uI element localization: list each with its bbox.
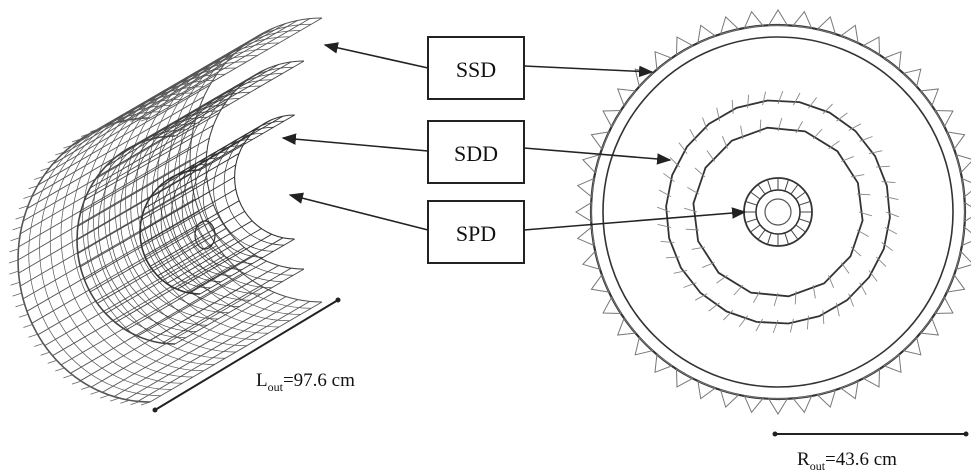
spd-label: SPD xyxy=(456,221,496,246)
ssd-label: SSD xyxy=(456,57,496,82)
ssd-arrow-right xyxy=(523,65,654,78)
sdd-inner-layer xyxy=(692,126,864,298)
cross-section-view xyxy=(575,9,971,415)
spd-arrow-left xyxy=(288,192,429,231)
beam-pipe xyxy=(764,198,792,226)
pointer-arrows xyxy=(281,42,747,231)
barrel-3d-cutaway-view xyxy=(8,17,323,406)
sdd-outer-layer xyxy=(665,99,891,325)
length-label: Lout=97.6 cm xyxy=(256,370,355,394)
spd-inner-layer xyxy=(755,189,801,235)
ssd-arrow-left xyxy=(323,42,429,69)
spd-label-box: SPD xyxy=(427,200,525,264)
spd-barrel-shell xyxy=(139,114,295,295)
sdd-module-markers xyxy=(656,90,900,334)
ssd-label-box: SSD xyxy=(427,36,525,100)
sdd-arrow-left xyxy=(281,133,429,152)
radius-dimension: Rout=43.6 cm xyxy=(772,431,969,473)
spd-staves xyxy=(744,178,812,246)
length-dimension: Lout=97.6 cm xyxy=(152,297,355,413)
ssd-outer-ring xyxy=(589,23,967,401)
sdd-arrow-right xyxy=(523,147,672,165)
ssd-inner-ring xyxy=(602,36,954,388)
ssd-barrel-shell xyxy=(17,17,323,403)
radius-label: Rout=43.6 cm xyxy=(797,449,897,473)
sdd-label: SDD xyxy=(454,141,498,166)
beam-pipe-opening xyxy=(194,220,216,250)
spd-arrow-right xyxy=(523,207,747,231)
outer-ladder-ends xyxy=(8,117,151,406)
sdd-label-box: SDD xyxy=(427,120,525,184)
